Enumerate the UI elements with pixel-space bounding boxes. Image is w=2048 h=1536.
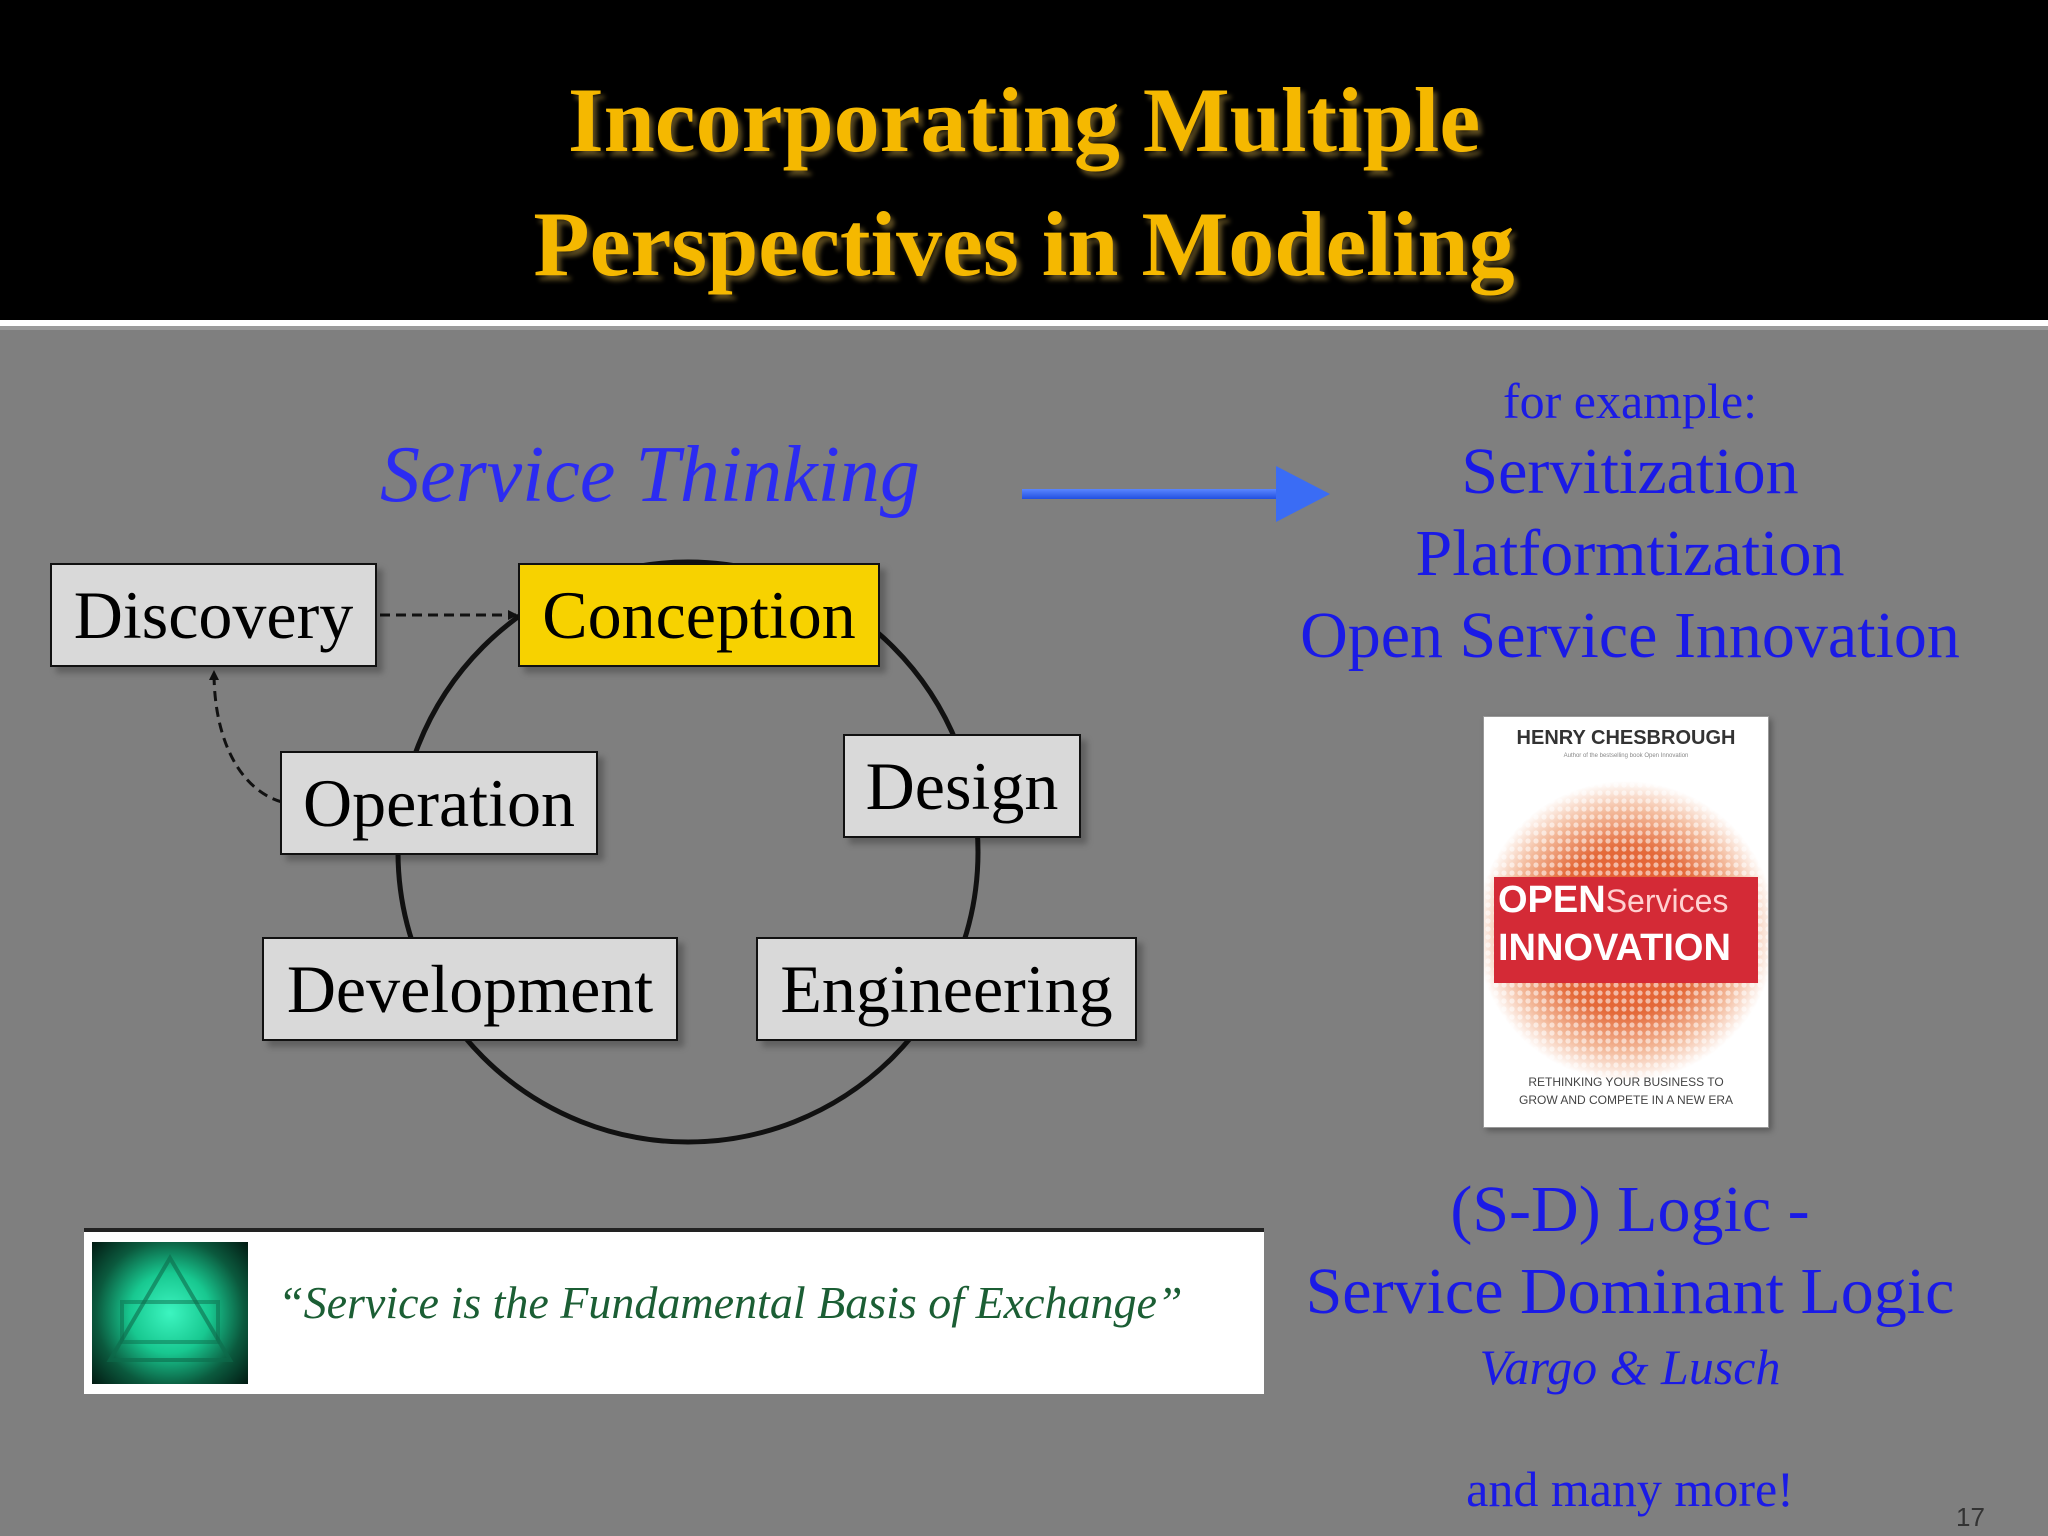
slide-title-line-1: Incorporating Multiple xyxy=(567,69,1481,171)
book-subtitle: Author of the bestselling book Open Inno… xyxy=(1563,753,1689,759)
examples-intro: for example: xyxy=(1502,373,1758,429)
book-author: HENRY CHESBROUGH xyxy=(1516,727,1736,749)
title-divider-shadow xyxy=(0,326,2048,330)
sd-logic-logo xyxy=(92,1242,248,1384)
sd-logic-authors: Vargo & Lusch xyxy=(1479,1339,1781,1395)
book-tagline: RETHINKING YOUR BUSINESS TO GROW AND COM… xyxy=(1484,1073,1768,1109)
book-tagline-line-2: GROW AND COMPETE IN A NEW ERA xyxy=(1518,1093,1734,1107)
service-thinking-heading: Service Thinking xyxy=(380,431,920,519)
node-design: Design xyxy=(843,734,1081,838)
book-cover-open-services-innovation: HENRY CHESBROUGH Author of the bestselli… xyxy=(1483,716,1769,1128)
banner-quote: “Service is the Fundamental Basis of Exc… xyxy=(278,1277,1183,1328)
sd-logic-line-1: (S-D) Logic - xyxy=(1450,1173,1810,1246)
book-title-band xyxy=(1494,877,1758,983)
sd-logic-banner: “Service is the Fundamental Basis of Exc… xyxy=(84,1228,1264,1394)
and-many-more: and many more! xyxy=(1466,1461,1794,1517)
title-bar xyxy=(0,0,2048,320)
slide-title-line-2: Perspectives in Modeling xyxy=(533,193,1515,295)
node-engineering: Engineering xyxy=(756,937,1137,1041)
node-operation: Operation xyxy=(280,751,598,855)
sd-logic-logo-mark xyxy=(106,1254,234,1362)
example-servitization: Servitization xyxy=(1461,435,1799,508)
book-title-open-word: OPEN xyxy=(1498,879,1606,921)
node-conception: Conception xyxy=(518,563,880,667)
book-title-innovation: INNOVATION xyxy=(1498,927,1731,969)
book-title-open: OPENServices xyxy=(1498,879,1728,922)
example-open-service-innovation: Open Service Innovation xyxy=(1300,599,1960,672)
sd-logic-line-2: Service Dominant Logic xyxy=(1305,1255,1955,1328)
book-title-services-word: Services xyxy=(1605,883,1729,919)
book-tagline-line-1: RETHINKING YOUR BUSINESS TO xyxy=(1528,1075,1724,1089)
title-divider xyxy=(0,320,2048,326)
example-platformtization: Platformtization xyxy=(1415,517,1845,590)
node-discovery: Discovery xyxy=(50,563,377,667)
operation-to-discovery-arrow xyxy=(209,670,283,804)
node-development: Development xyxy=(262,937,678,1041)
slide-title: Incorporating Multiple Perspectives in M… xyxy=(0,58,2048,306)
page-number: 17 xyxy=(1956,1502,1985,1532)
service-thinking-arrow xyxy=(1022,466,1330,522)
